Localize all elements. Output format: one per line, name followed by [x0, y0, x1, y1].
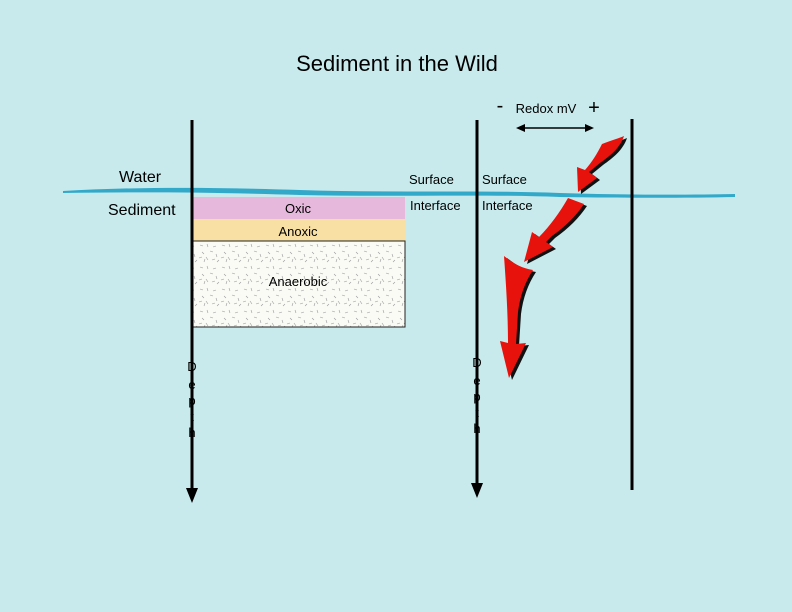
interface-label-right: Interface — [482, 198, 533, 213]
right-depth-letter: h — [473, 421, 480, 436]
diagram-title: Sediment in the Wild — [296, 51, 498, 76]
anaerobic-layer — [191, 240, 406, 328]
left-depth-letter: p — [188, 393, 195, 408]
anoxic-label: Anoxic — [278, 224, 318, 239]
left-depth-letter: h — [188, 425, 195, 440]
anoxic-layer — [192, 219, 405, 241]
sediment-label: Sediment — [108, 202, 176, 219]
redox-label: Redox mV — [516, 101, 577, 116]
interface-label-left: Interface — [410, 198, 461, 213]
anaerobic-label: Anaerobic — [269, 274, 328, 289]
redox-arrow-upper — [577, 136, 624, 192]
surface-label-left: Surface — [409, 172, 454, 187]
redox-arrow-lower — [500, 256, 533, 378]
redox-plus-sign: + — [588, 97, 600, 119]
left-depth-label: D e p t h — [187, 359, 196, 440]
oxic-layer — [192, 197, 405, 219]
left-depth-letter: D — [187, 359, 196, 374]
redox-range-arrow — [516, 124, 594, 132]
right-depth-arrowhead — [471, 483, 483, 498]
redox-arrow-middle — [524, 198, 584, 262]
right-depth-letter: e — [473, 373, 480, 388]
left-depth-letter: t — [190, 409, 194, 424]
left-depth-letter: e — [188, 377, 195, 392]
right-depth-label: D e p t h — [472, 355, 481, 436]
water-surface-line — [63, 187, 735, 198]
surface-label-right: Surface — [482, 172, 527, 187]
redox-minus-sign: - — [497, 95, 504, 117]
left-depth-arrowhead — [186, 488, 198, 503]
oxic-label: Oxic — [285, 201, 312, 216]
redox-decline-arrows — [500, 136, 627, 380]
right-depth-letter: D — [472, 355, 481, 370]
water-label: Water — [119, 169, 162, 186]
right-depth-letter: t — [475, 405, 479, 420]
right-depth-letter: p — [473, 389, 480, 404]
